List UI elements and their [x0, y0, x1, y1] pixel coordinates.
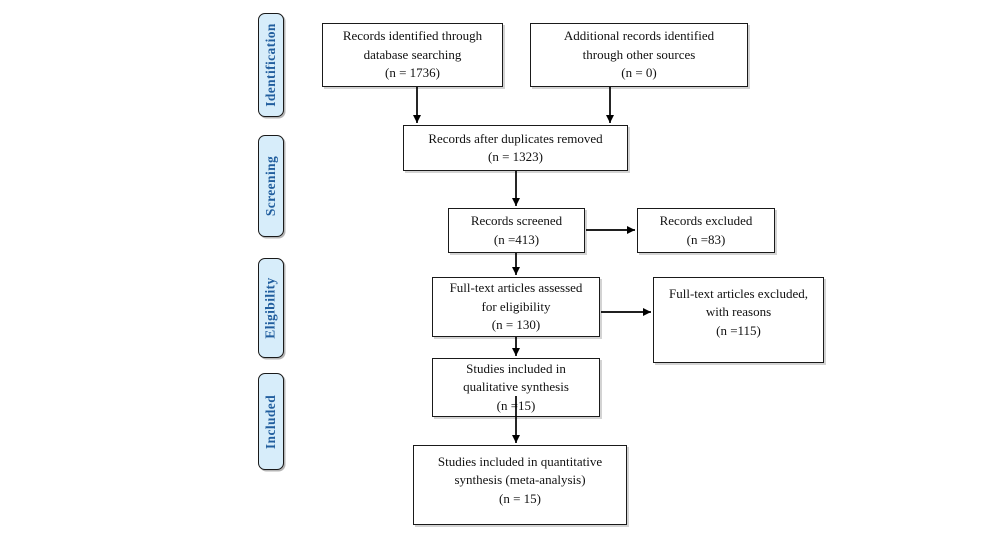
box-duplicates-removed: Records after duplicates removed (n = 13… — [403, 125, 628, 171]
stage-screening-label: Screening — [263, 155, 279, 217]
stage-included-label: Included — [263, 394, 279, 449]
box-fulltext-assessed: Full-text articles assessed for eligibil… — [432, 277, 600, 337]
stage-identification: Identification — [258, 13, 284, 117]
box-fulltext-excluded: Full-text articles excluded, with reason… — [653, 277, 824, 363]
stage-eligibility-label: Eligibility — [263, 277, 279, 339]
box-quantitative-synthesis: Studies included in quantitative synthes… — [413, 445, 627, 525]
box-qualitative-synthesis: Studies included in qualitative synthesi… — [432, 358, 600, 417]
stage-included: Included — [258, 373, 284, 470]
box-records-identified: Records identified through database sear… — [322, 23, 503, 87]
box-records-excluded: Records excluded (n =83) — [637, 208, 775, 253]
stage-eligibility: Eligibility — [258, 258, 284, 358]
stage-screening: Screening — [258, 135, 284, 237]
box-records-screened: Records screened (n =413) — [448, 208, 585, 253]
box-additional-records: Additional records identified through ot… — [530, 23, 748, 87]
stage-identification-label: Identification — [263, 23, 279, 107]
